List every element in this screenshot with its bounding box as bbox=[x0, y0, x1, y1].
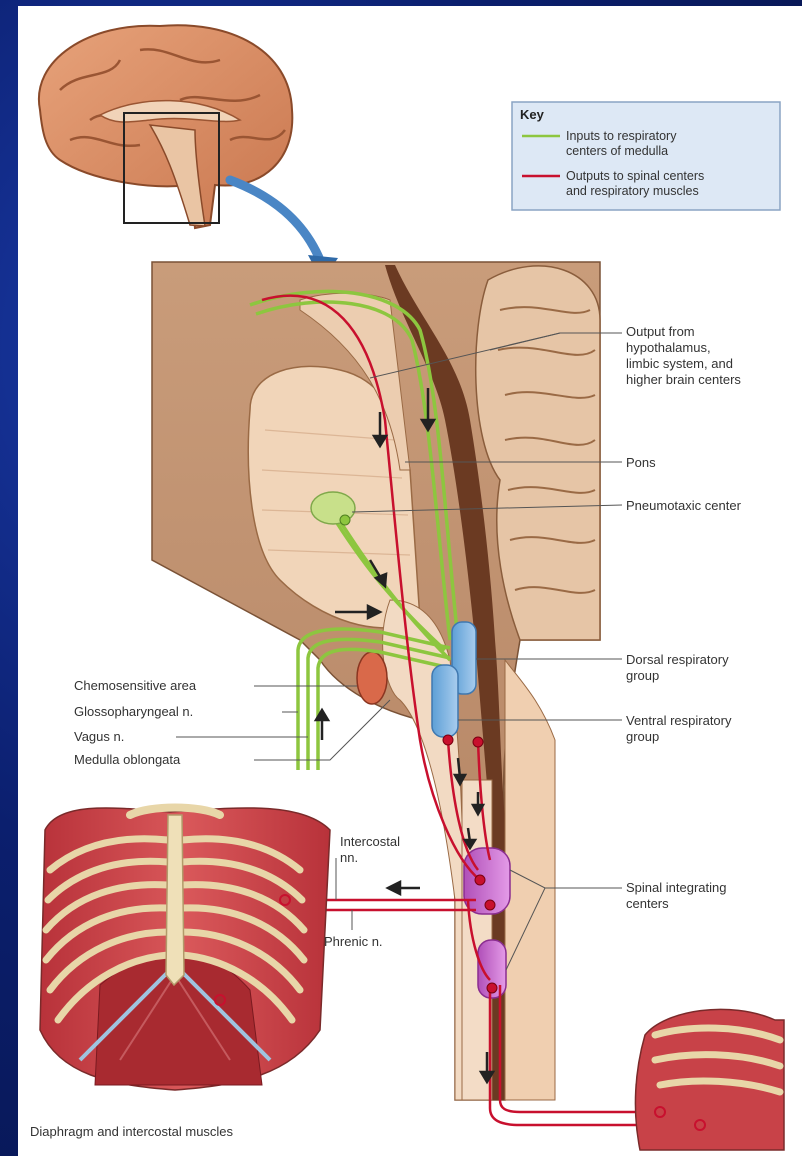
label-phrenic: Phrenic n. bbox=[324, 934, 383, 949]
zoom-arrow bbox=[230, 180, 322, 265]
brain-thumbnail bbox=[39, 25, 292, 228]
label-dorsal-1: Dorsal respiratory bbox=[626, 652, 729, 667]
chemosensitive-area-shape bbox=[357, 652, 387, 704]
ribcage bbox=[40, 808, 330, 1091]
label-dorsal-2: group bbox=[626, 668, 659, 683]
label-output-3: limbic system, and bbox=[626, 356, 733, 371]
ventral-respiratory-group-shape bbox=[432, 665, 458, 737]
label-intercostal-1: Intercostal bbox=[340, 834, 400, 849]
key-box: Key Inputs to respiratory centers of med… bbox=[512, 102, 780, 210]
label-pons: Pons bbox=[626, 455, 656, 470]
key-red-label-1: Outputs to spinal centers bbox=[566, 169, 704, 183]
label-output-1: Output from bbox=[626, 324, 695, 339]
key-red-label-2: and respiratory muscles bbox=[566, 184, 699, 198]
key-green-label-2: centers of medulla bbox=[566, 144, 668, 158]
abdominal-muscles bbox=[635, 1009, 784, 1150]
label-spinal-1: Spinal integrating bbox=[626, 880, 726, 895]
label-vagus: Vagus n. bbox=[74, 729, 124, 744]
sternum bbox=[166, 815, 184, 985]
label-chemosensitive-area: Chemosensitive area bbox=[74, 678, 197, 693]
label-ventral-2: group bbox=[626, 729, 659, 744]
label-pneumotaxic-center: Pneumotaxic center bbox=[626, 498, 742, 513]
right-labels: Output from hypothalamus, limbic system,… bbox=[626, 324, 742, 911]
label-medulla-oblongata: Medulla oblongata bbox=[74, 752, 181, 767]
label-glossopharyngeal: Glossopharyngeal n. bbox=[74, 704, 193, 719]
label-intercostal-2: nn. bbox=[340, 850, 358, 865]
label-ventral-1: Ventral respiratory bbox=[626, 713, 732, 728]
key-title: Key bbox=[520, 107, 545, 122]
label-spinal-2: centers bbox=[626, 896, 669, 911]
figure-caption: Diaphragm and intercostal muscles bbox=[30, 1124, 234, 1139]
key-green-label-1: Inputs to respiratory bbox=[566, 129, 677, 143]
label-output-2: hypothalamus, bbox=[626, 340, 711, 355]
label-output-4: higher brain centers bbox=[626, 372, 741, 387]
left-labels: Chemosensitive area Glossopharyngeal n. … bbox=[74, 678, 197, 767]
